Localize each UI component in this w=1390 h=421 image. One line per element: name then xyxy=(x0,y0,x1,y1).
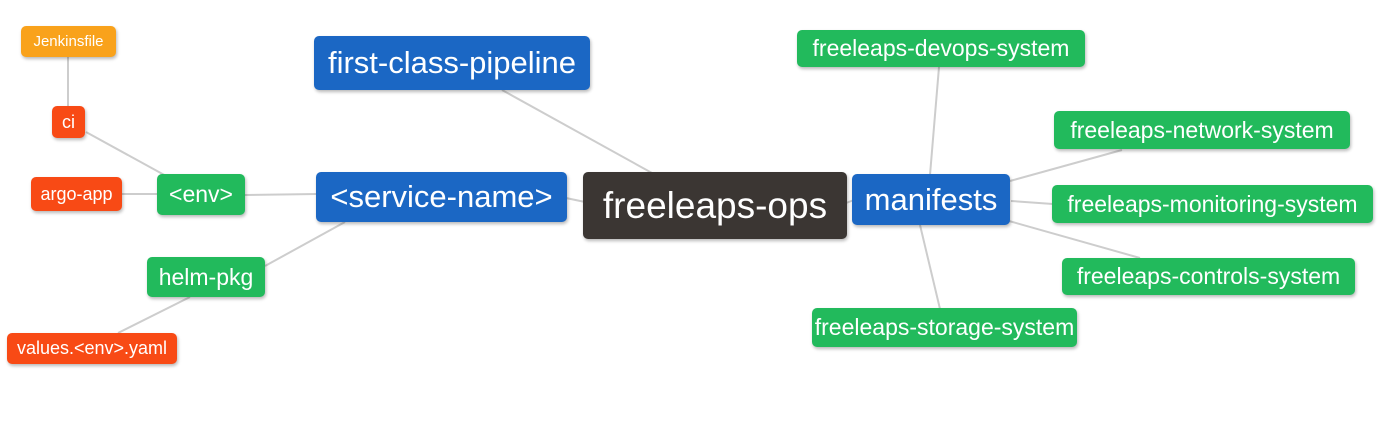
node-argo-app[interactable]: argo-app xyxy=(31,177,122,211)
node-freeleaps-monitoring-system[interactable]: freeleaps-monitoring-system xyxy=(1052,185,1373,223)
edge-manifests-monitoring-system xyxy=(1010,200,1054,205)
node-ci[interactable]: ci xyxy=(52,106,85,138)
node-service-name[interactable]: <service-name> xyxy=(316,172,567,222)
edge-pipeline-root xyxy=(501,89,653,174)
node-values-env-yaml[interactable]: values.<env>.yaml xyxy=(7,333,177,364)
node-jenkinsfile[interactable]: Jenkinsfile xyxy=(21,26,116,57)
node-helm-pkg[interactable]: helm-pkg xyxy=(147,257,265,297)
node-freeleaps-controls-system[interactable]: freeleaps-controls-system xyxy=(1062,258,1355,295)
edge-env-service-name xyxy=(244,193,318,196)
edge-manifests-controls-system xyxy=(1008,220,1141,259)
edge-manifests-storage-system xyxy=(919,224,941,310)
node-freeleaps-devops-system[interactable]: freeleaps-devops-system xyxy=(797,30,1085,67)
node-env[interactable]: <env> xyxy=(157,174,245,215)
edge-helm-pkg-service-name xyxy=(264,221,346,267)
node-freeleaps-ops-root[interactable]: freeleaps-ops xyxy=(583,172,847,239)
edge-service-name-root xyxy=(565,197,586,203)
edge-manifests-network-system xyxy=(1009,149,1123,182)
node-manifests[interactable]: manifests xyxy=(852,174,1010,225)
edge-ci-env xyxy=(85,131,169,178)
edge-manifests-devops-system xyxy=(929,66,940,176)
node-first-class-pipeline[interactable]: first-class-pipeline xyxy=(314,36,590,90)
edge-values-yaml-helm-pkg xyxy=(117,296,191,334)
node-freeleaps-network-system[interactable]: freeleaps-network-system xyxy=(1054,111,1350,149)
node-freeleaps-storage-system[interactable]: freeleaps-storage-system xyxy=(812,308,1077,347)
